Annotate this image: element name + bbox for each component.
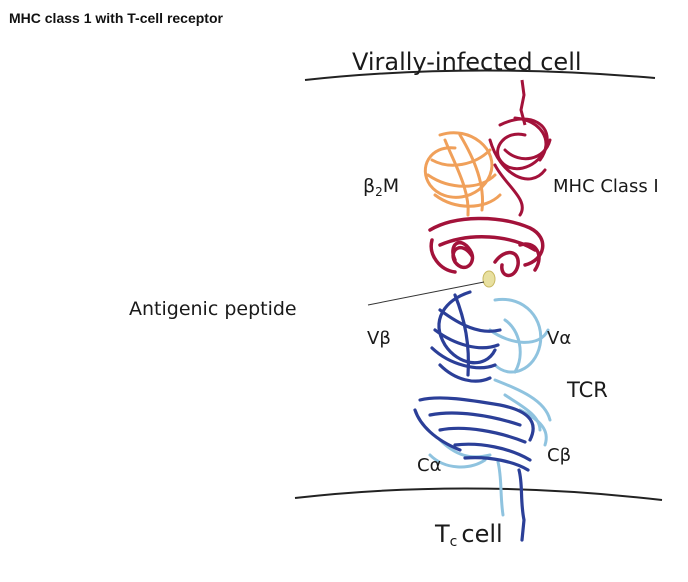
infected-cell-membrane: [304, 69, 656, 81]
b2m-label-sub: 2: [375, 185, 383, 199]
cbeta-label: Cβ: [547, 445, 572, 466]
tc-cell-membrane: [294, 487, 663, 501]
mhc-tail: [519, 79, 527, 126]
vbeta-label: Vβ: [367, 328, 391, 349]
b2m-label-tail: M: [382, 175, 400, 197]
tc-label-tail: cell: [461, 520, 503, 548]
b2m-domain: [423, 131, 502, 217]
tc-label-sub: c: [449, 534, 458, 550]
tc-label-main: T: [435, 520, 450, 548]
antigenic-peptide-marker: [482, 270, 496, 288]
virally-infected-cell-label: Virally-infected cell: [352, 48, 582, 76]
tcr-beta-chain: [413, 290, 535, 542]
tcr-label: TCR: [567, 378, 608, 402]
mhc-class-i-label: MHC Class I: [553, 176, 659, 197]
mhc-alpha3-domain: [488, 116, 552, 217]
antigen-pointer-line: [367, 281, 485, 306]
figure-title: MHC class 1 with T-cell receptor: [9, 10, 223, 26]
mhc-peptide-groove: [428, 216, 545, 278]
calpha-label: Cα: [417, 455, 442, 476]
b2m-label: β2M: [363, 175, 399, 199]
valpha-label: Vα: [547, 328, 572, 349]
antigenic-peptide-label: Antigenic peptide: [129, 298, 297, 320]
b2m-label-main: β: [363, 175, 376, 197]
